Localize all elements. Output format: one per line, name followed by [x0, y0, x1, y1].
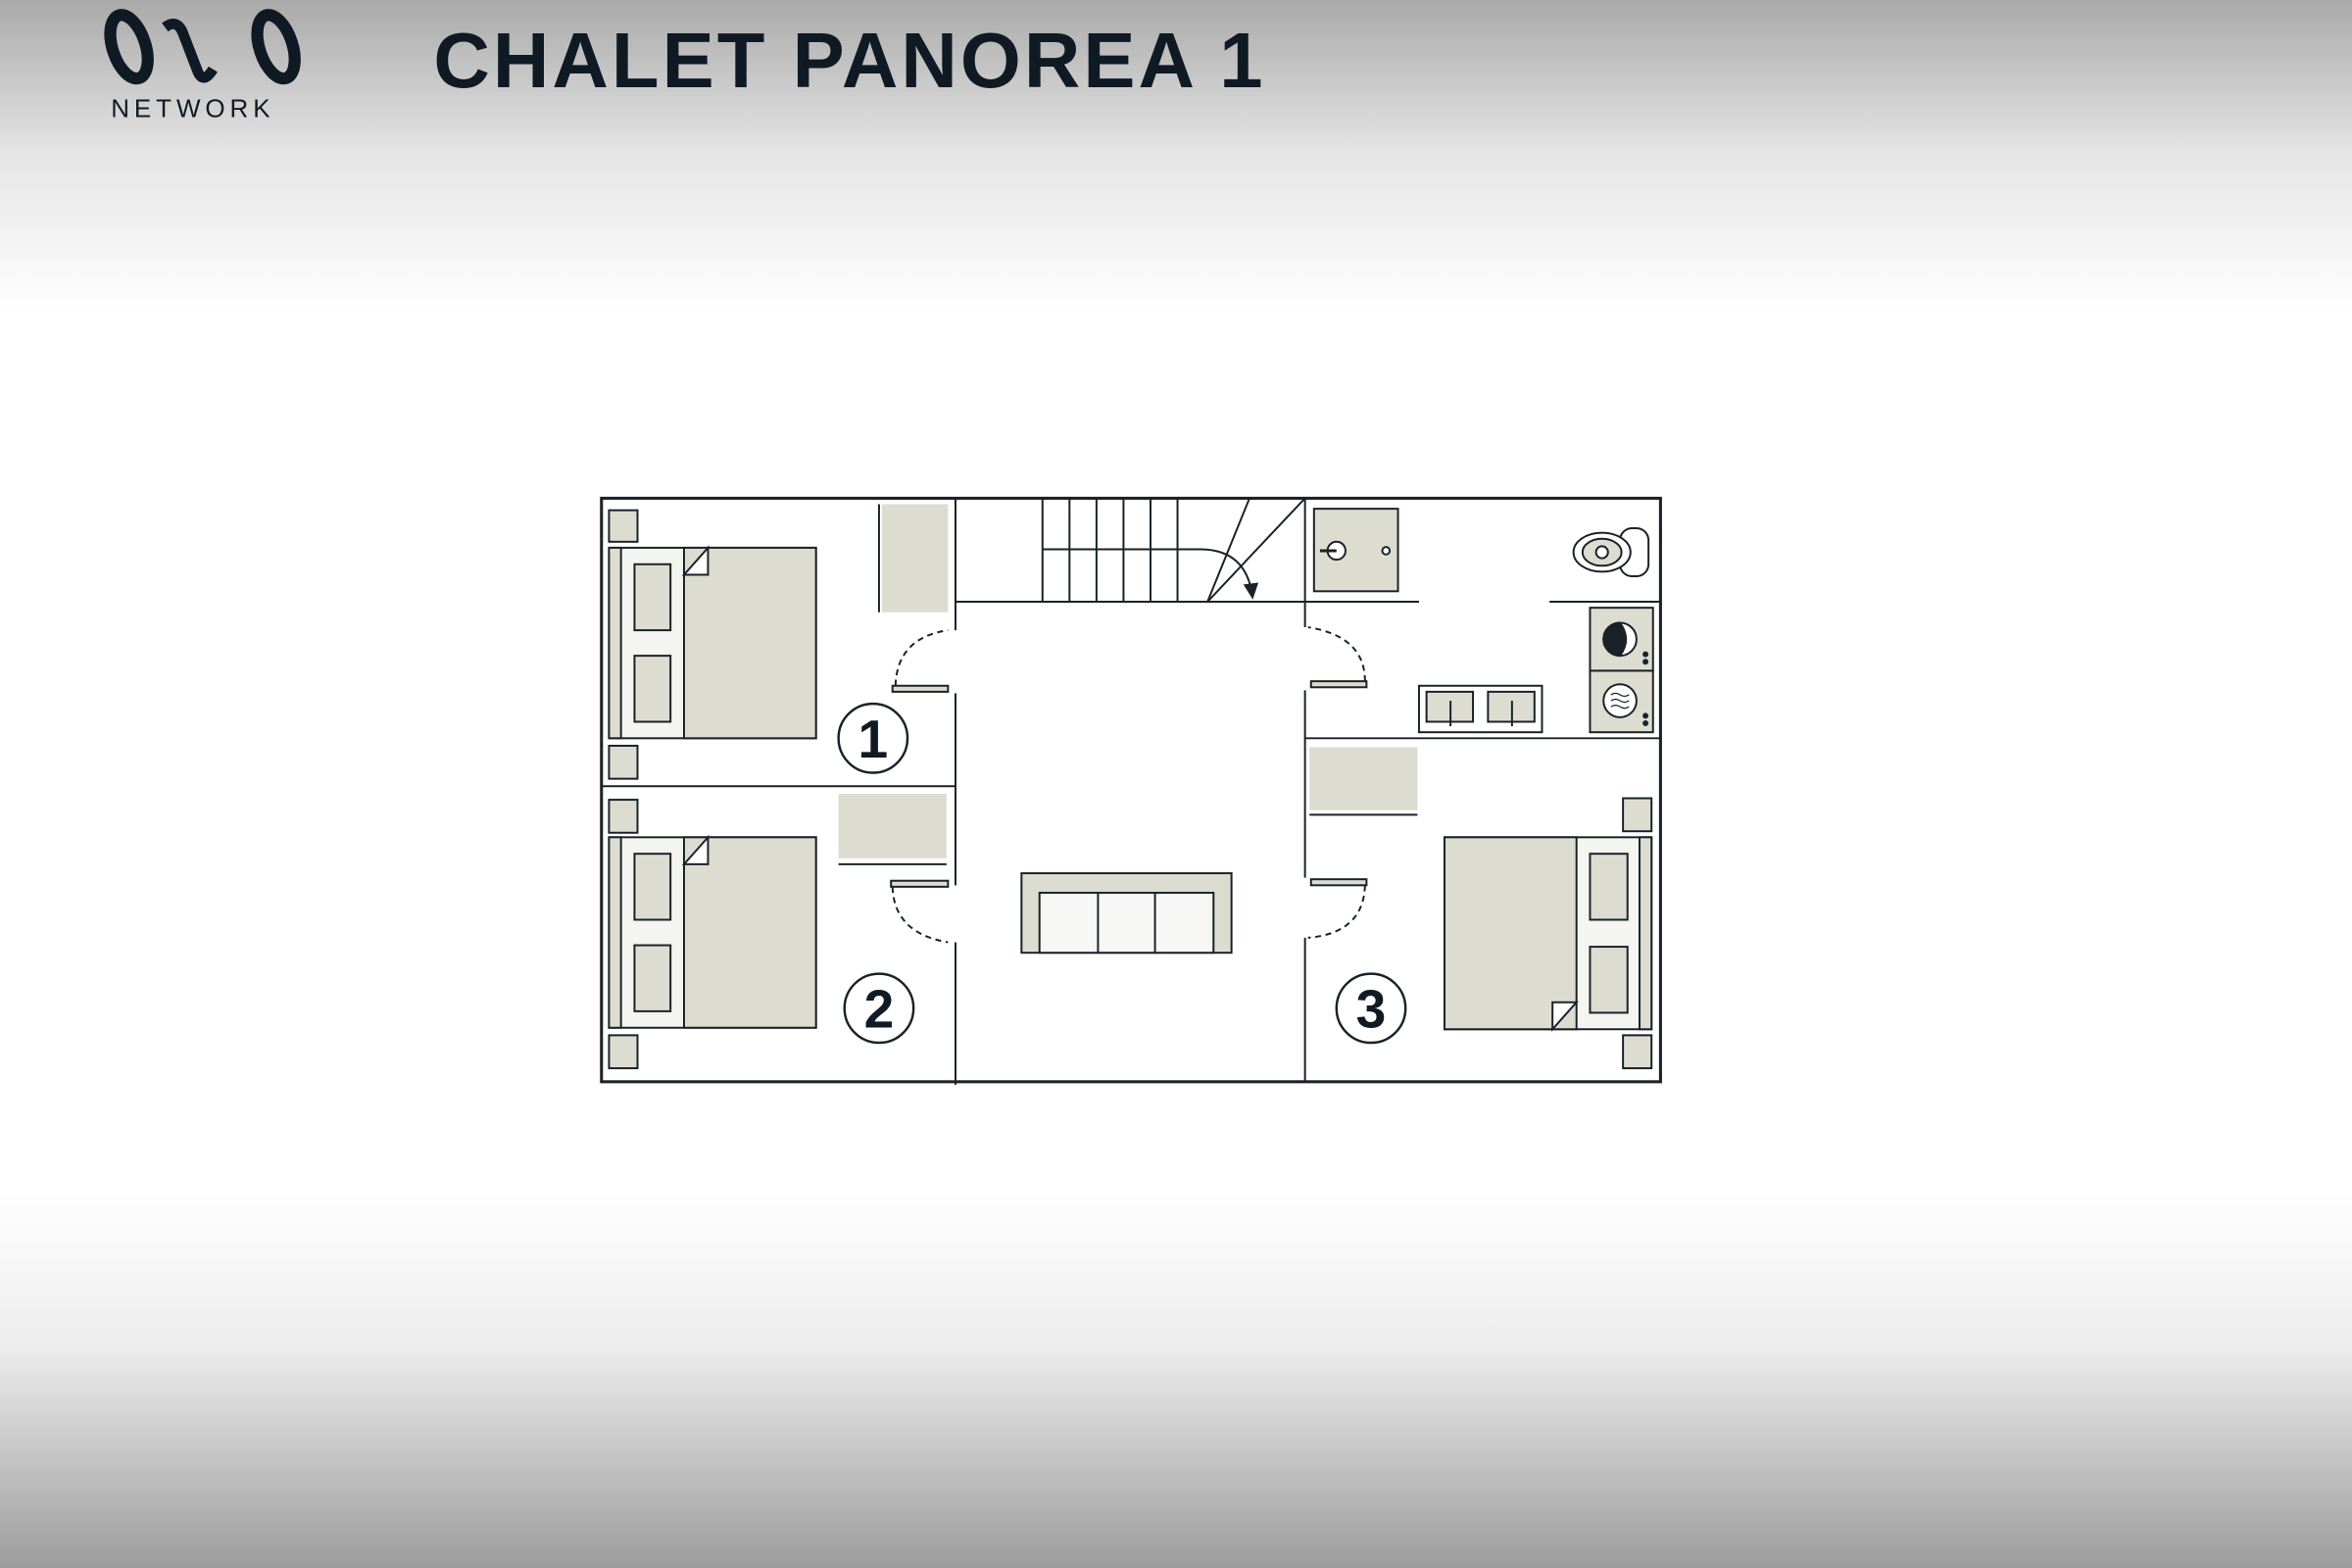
- door: [1309, 680, 1368, 689]
- double-bed: [608, 834, 817, 1029]
- staircase: [1041, 497, 1306, 603]
- logo-subtitle: NETWORK: [111, 94, 274, 123]
- nightstand: [1622, 797, 1653, 833]
- toilet: [1572, 527, 1650, 578]
- room-number: 2: [864, 979, 895, 1040]
- interior-walls: [601, 498, 1661, 1085]
- nightstand: [608, 509, 639, 543]
- room-number-badge: [837, 702, 909, 774]
- nightstand: [1622, 1034, 1653, 1070]
- logo-mark: [104, 9, 301, 85]
- page-title: CHALET PANOREA 1: [433, 17, 1265, 104]
- nightstand: [608, 799, 639, 834]
- sofa: [1020, 872, 1233, 955]
- wardrobe: [838, 793, 947, 858]
- bedroom-1: 1: [608, 504, 950, 780]
- bathroom: [1307, 508, 1654, 734]
- door: [891, 684, 950, 693]
- bedroom-2: 2: [608, 793, 950, 1070]
- wardrobe: [1309, 747, 1418, 810]
- double-sink: [1417, 684, 1544, 734]
- room-number: 3: [1356, 979, 1387, 1040]
- room-number: 1: [858, 709, 888, 769]
- wardrobe: [882, 504, 949, 612]
- floor-plan: 1 2: [600, 496, 1662, 1085]
- nightstand: [608, 744, 639, 780]
- washer-dryer: [1589, 607, 1654, 734]
- double-bed: [1443, 836, 1653, 1032]
- stair-direction-arrow: [1042, 548, 1252, 589]
- ono-network-logo: NETWORK: [104, 9, 301, 123]
- room-number-badge: [843, 972, 915, 1045]
- bedroom-3: 3: [1307, 747, 1653, 1070]
- room-number-badge: [1335, 972, 1407, 1045]
- nightstand: [608, 1034, 639, 1070]
- door: [1309, 878, 1368, 887]
- double-bed: [608, 545, 817, 740]
- door: [890, 879, 950, 888]
